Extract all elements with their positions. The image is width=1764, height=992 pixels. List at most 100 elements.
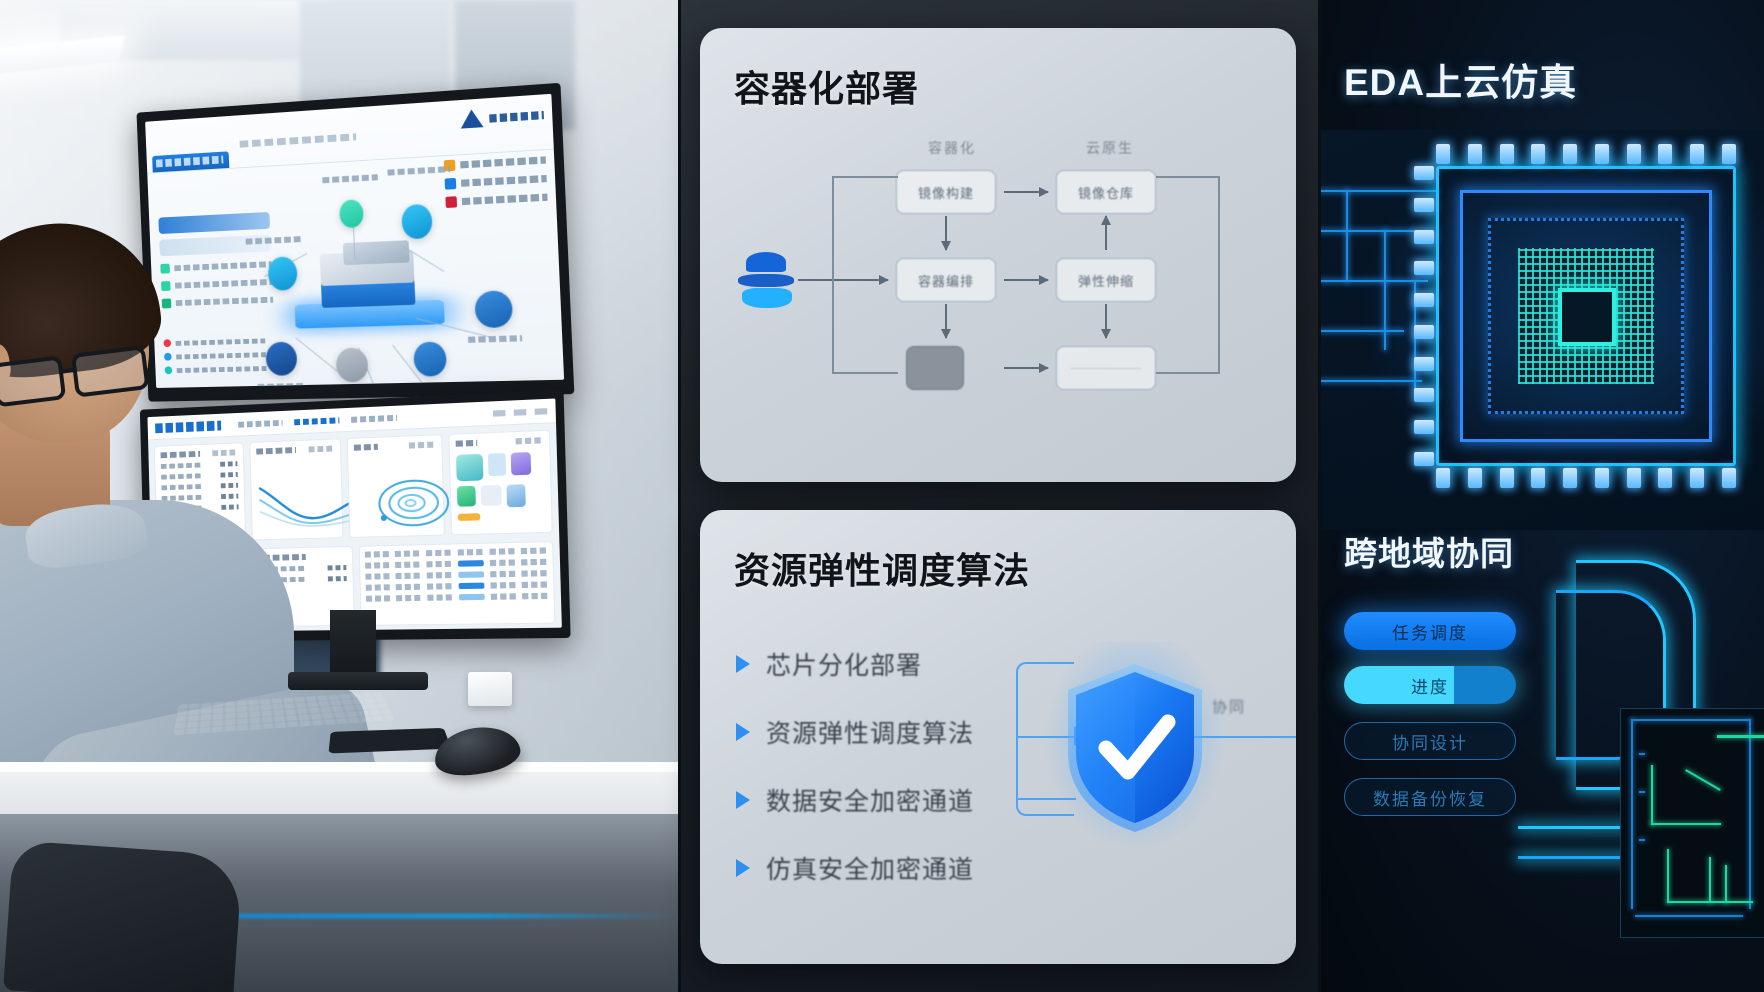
app-icon[interactable]: [510, 452, 531, 476]
table-cell: [365, 595, 391, 602]
security-shield-graphic: [1038, 642, 1232, 858]
chip-pins-bottom: [1436, 468, 1736, 488]
table-cell: [490, 593, 517, 600]
list-item[interactable]: 资源弹性调度算法: [736, 698, 1016, 766]
chip-pins-top: [1436, 144, 1736, 164]
desk-white-device: [468, 672, 512, 706]
cloud-logo-icon: [736, 252, 796, 308]
schematic-preview-panel[interactable]: [1620, 708, 1764, 938]
table-cell-badge: [458, 582, 485, 590]
flow-box-1[interactable]: 镜像构建: [896, 170, 996, 214]
list-item[interactable]: 数据安全加密通道: [736, 766, 1016, 834]
table-row[interactable]: [364, 558, 548, 569]
table-header-cell: [520, 547, 548, 555]
flow-arrow-right-1: [1004, 187, 1049, 197]
table-header-cell: [364, 551, 390, 558]
radial-chart: [353, 471, 476, 531]
card-title: [353, 443, 379, 451]
list-item[interactable]: 仿真安全加密通道: [736, 834, 1016, 902]
legend-row: [445, 191, 548, 208]
header-action-icon[interactable]: [534, 408, 548, 415]
table-cell: [396, 583, 422, 591]
card-action[interactable]: [308, 445, 335, 453]
chip-pins-left: [1414, 166, 1434, 466]
chip-graphic-area: [1318, 130, 1764, 530]
pill-backup-button[interactable]: 数据备份恢复: [1344, 778, 1516, 816]
node-label: [408, 381, 460, 388]
neon-path-inner: [1556, 590, 1666, 760]
monitor-base: [288, 672, 428, 690]
list-item[interactable]: 芯片分化部署: [736, 630, 1016, 698]
flow-box-5[interactable]: [906, 346, 964, 390]
table-row[interactable]: [365, 581, 549, 591]
flow-loop-line-top: [832, 176, 898, 280]
chip-core: [1558, 288, 1616, 346]
panel-divider-right: [1318, 0, 1321, 992]
pcb-trace: [1318, 380, 1422, 382]
table-header-cell: [395, 550, 421, 557]
desk-edge: [0, 762, 678, 772]
card-title-scheduling: 资源弹性调度算法: [734, 550, 1031, 591]
table-cell: [521, 570, 548, 577]
engineer-workstation-photo: [0, 0, 678, 992]
app-icon[interactable]: [455, 453, 483, 482]
app-icon[interactable]: [480, 484, 502, 507]
pill-progress-button[interactable]: 进度: [1344, 666, 1516, 704]
table-header-cell: [457, 548, 484, 556]
table-cell: [522, 592, 549, 600]
bottom-monitor: [139, 389, 571, 642]
container-flow-diagram: 容器化 云原生 镜像构建 镜像仓库 容器编排 弹性伸缩: [736, 140, 1266, 410]
header-action-icon[interactable]: [513, 409, 527, 416]
table-cell: [426, 571, 453, 579]
infographic-logo-icon: [460, 108, 484, 129]
flow-arrow-right-3: [1004, 363, 1049, 373]
flow-box-2[interactable]: 镜像仓库: [1056, 170, 1156, 214]
table-cell-badge: [458, 593, 485, 601]
table-cell: [489, 559, 516, 567]
card-containerized-deployment: 容器化部署 容器化 云原生 镜像构建 镜像仓库 容器编排 弹性伸缩: [700, 28, 1296, 482]
flow-box-3[interactable]: 容器编排: [896, 258, 996, 302]
flow-arrow-down-1: [941, 216, 951, 251]
flow-arrow-down-3: [1101, 304, 1111, 339]
triangle-bullet-icon: [736, 723, 750, 741]
legend-row: [444, 173, 547, 190]
glasses-lens-left: [0, 355, 67, 408]
flow-arrow-entry: [798, 275, 889, 285]
mini-value: [327, 576, 347, 582]
table-cell: [427, 583, 453, 590]
pill-sync-button[interactable]: 协同设计: [1344, 722, 1516, 760]
table-cell: [490, 581, 516, 589]
cross-region-title: 跨地域协同: [1344, 535, 1514, 572]
dashboard-data-table: [358, 541, 556, 626]
app-icon[interactable]: [487, 453, 506, 477]
list-item-label: 数据安全加密通道: [766, 788, 975, 816]
table-cell: [521, 581, 549, 589]
card-action[interactable]: [408, 441, 435, 449]
flow-box-4[interactable]: 弹性伸缩: [1056, 258, 1156, 302]
app-icon[interactable]: [457, 513, 480, 521]
triangle-bullet-icon: [736, 655, 750, 673]
pill-task-button[interactable]: 任务调度: [1344, 612, 1516, 650]
flow-box-6[interactable]: [1056, 346, 1156, 390]
app-icon[interactable]: [505, 484, 526, 508]
pcb-trace: [1318, 190, 1438, 192]
monitor-stand: [330, 610, 376, 678]
bottom-monitor-screen: [147, 398, 562, 633]
app-icon[interactable]: [456, 485, 476, 507]
neon-path-line: [1518, 856, 1678, 859]
neon-path-line: [1518, 826, 1698, 829]
icon-grid[interactable]: [455, 452, 545, 521]
table-row[interactable]: [365, 570, 548, 580]
legend-label: [461, 174, 547, 187]
flow-arrow-up-1: [1101, 215, 1111, 250]
table-cell: [426, 560, 452, 568]
card-title: [455, 439, 478, 447]
list-item-label: 资源弹性调度算法: [766, 720, 975, 748]
header-action-icon[interactable]: [492, 409, 506, 417]
table-row[interactable]: [365, 592, 549, 602]
table-header-cell: [426, 549, 452, 557]
flow-column-label-2: 云原生: [1086, 140, 1134, 156]
glasses-lens-right: [70, 345, 150, 398]
card-action[interactable]: [515, 437, 543, 445]
